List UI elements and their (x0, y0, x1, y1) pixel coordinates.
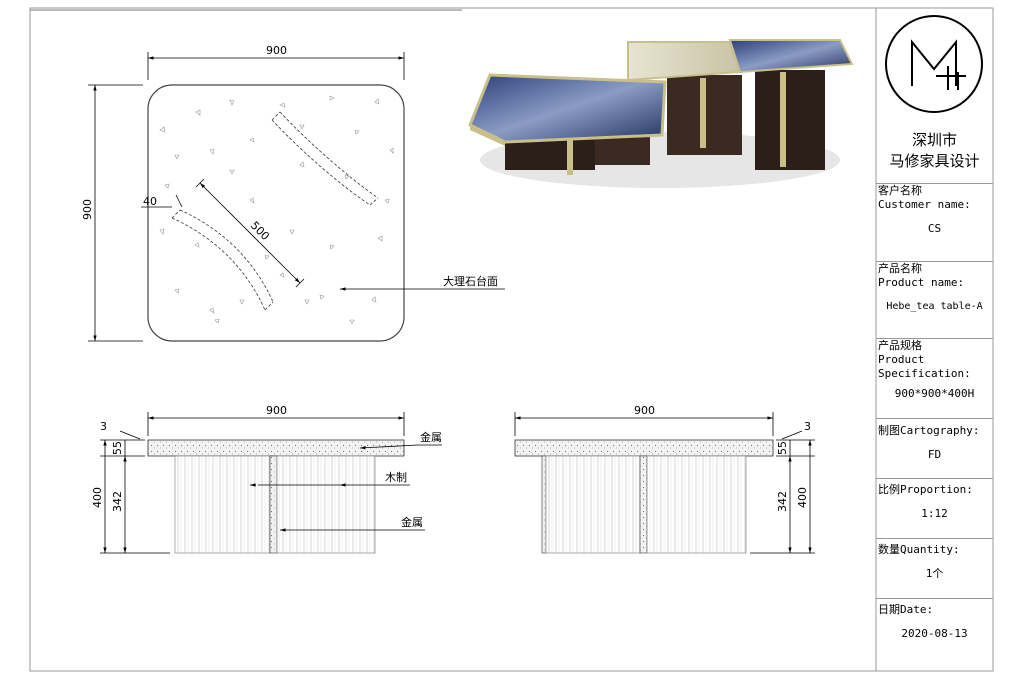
customer-field: 客户名称 Customer name: CS (876, 184, 993, 236)
product-label-cn: 产品名称 (878, 262, 922, 275)
title-separator (876, 418, 993, 419)
side-width-label: 900 (634, 404, 655, 417)
company-name-line1: 深圳市 (911, 131, 957, 149)
front-base-height-label: 342 (111, 491, 124, 512)
front-base-right (276, 455, 376, 554)
front-metal-top-label: 金属 (420, 430, 442, 444)
quantity-field: 数量Quantity: 1个 (876, 543, 993, 581)
quantity-value: 1个 (925, 567, 944, 580)
proportion-field: 比例Proportion: 1:12 (876, 483, 993, 521)
front-top-height-label: 55 (111, 441, 124, 455)
front-height-dimensions (100, 430, 170, 554)
front-metal-insert-label: 金属 (401, 515, 423, 529)
curved-groove-upper (271, 111, 379, 206)
side-top-height-label: 55 (776, 441, 789, 455)
side-metal-strip (639, 455, 648, 554)
proportion-value: 1:12 (921, 507, 948, 520)
customer-label-cn: 客户名称 (878, 184, 922, 197)
side-thickness-label: 3 (804, 420, 811, 433)
title-block: 深圳市 马修家具设计 客户名称 Customer name: CS 产品名称 P… (876, 8, 993, 671)
front-thickness-label: 3 (100, 420, 107, 433)
customer-value: CS (927, 222, 942, 235)
front-metal-strip (269, 455, 278, 554)
title-separator (876, 478, 993, 479)
spec-label-en1: Product (878, 353, 925, 366)
cartography-label: 制图Cartography: (878, 424, 980, 437)
top-width-label: 900 (266, 44, 287, 57)
spec-label-en2: Specification: (878, 367, 971, 380)
company-logo (885, 15, 983, 113)
title-separator (876, 538, 993, 539)
drawing-frame (29, 7, 994, 672)
side-base-right (646, 455, 747, 554)
side-base-left (545, 455, 641, 554)
top-view: 900 900 40 500 大理石台面 (81, 44, 505, 342)
side-base-height-label: 342 (776, 491, 789, 512)
cartography-value: FD (927, 448, 942, 461)
side-height-dimensions (750, 430, 815, 554)
table-render (468, 39, 854, 188)
groove-width-label: 40 (143, 195, 157, 208)
groove-width-dimension (141, 194, 183, 208)
company-name-line2: 马修家具设计 (889, 152, 980, 170)
title-separator (876, 338, 993, 339)
cartography-field: 制图Cartography: FD (876, 424, 993, 462)
front-leaders (250, 444, 442, 532)
title-separator (876, 598, 993, 599)
top-height-label: 900 (81, 199, 94, 220)
proportion-label: 比例Proportion: (878, 483, 973, 496)
side-view: 900 3 55 342 400 (514, 404, 815, 554)
front-width-dimension (147, 412, 405, 436)
side-metal-left (541, 455, 547, 554)
front-width-label: 900 (266, 404, 287, 417)
title-separator (876, 261, 993, 262)
front-wood-label: 木制 (385, 471, 407, 484)
date-label: 日期Date: (878, 603, 934, 616)
spec-value: 900*900*400H (894, 387, 975, 400)
spec-field: 产品规格 Product Specification: 900*900*400H (876, 339, 993, 401)
product-value: Hebe_tea table-A (886, 301, 983, 312)
marble-top-label: 大理石台面 (443, 274, 498, 288)
product-field: 产品名称 Product name: Hebe_tea table-A (876, 262, 993, 314)
customer-label-en: Customer name: (878, 198, 971, 211)
front-view: 900 3 55 400 342 金属 木制 金属 (91, 404, 442, 554)
spec-label-cn: 产品规格 (878, 339, 922, 352)
company-logo-area: 深圳市 马修家具设计 (876, 8, 993, 186)
product-label-en: Product name: (878, 276, 965, 289)
front-total-height-label: 400 (91, 487, 104, 508)
top-width-dimension (147, 52, 405, 80)
groove-length-dimension (195, 178, 305, 288)
date-field: 日期Date: 2020-08-13 (876, 603, 993, 641)
date-value: 2020-08-13 (901, 627, 968, 640)
title-separator (876, 183, 993, 184)
side-top-slab (514, 439, 774, 457)
side-width-dimension (514, 412, 774, 436)
side-total-height-label: 400 (796, 487, 809, 508)
top-height-dimension (88, 84, 143, 342)
curved-groove-lower (171, 209, 274, 311)
front-base-left (174, 455, 271, 554)
quantity-label: 数量Quantity: (878, 543, 960, 556)
